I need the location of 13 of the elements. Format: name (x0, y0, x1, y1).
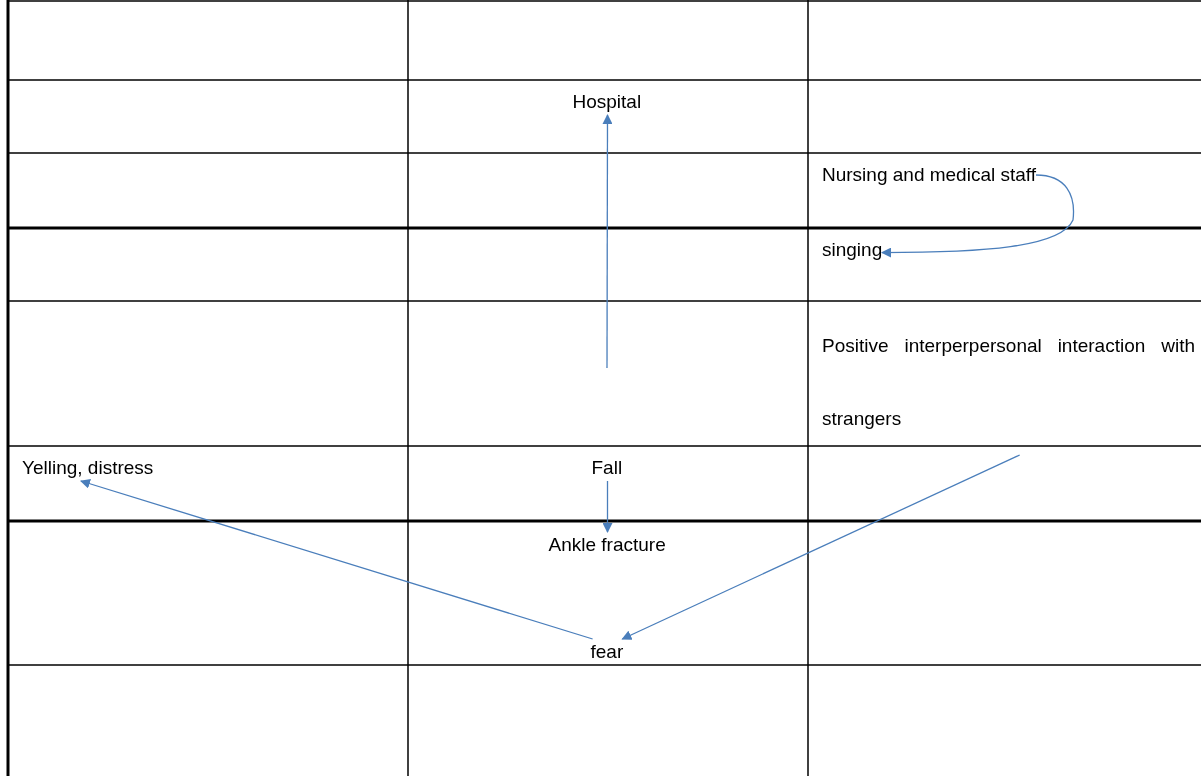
node-label: Yelling, distress (22, 455, 154, 481)
node-label: Hospital (572, 89, 642, 115)
node-label: Positive interperpersonal interaction with strangers (822, 309, 1195, 455)
arrow (80, 478, 594, 640)
arrow (602, 480, 613, 533)
arrow (602, 114, 613, 369)
arrow (881, 174, 1075, 258)
node-label: fear (590, 639, 624, 665)
node-label: Ankle fracture (548, 532, 666, 558)
node-label: Nursing and medical staff (822, 162, 1037, 188)
node-label: Fall (591, 455, 623, 481)
node-label: singing (822, 237, 883, 263)
arrow (621, 454, 1021, 640)
